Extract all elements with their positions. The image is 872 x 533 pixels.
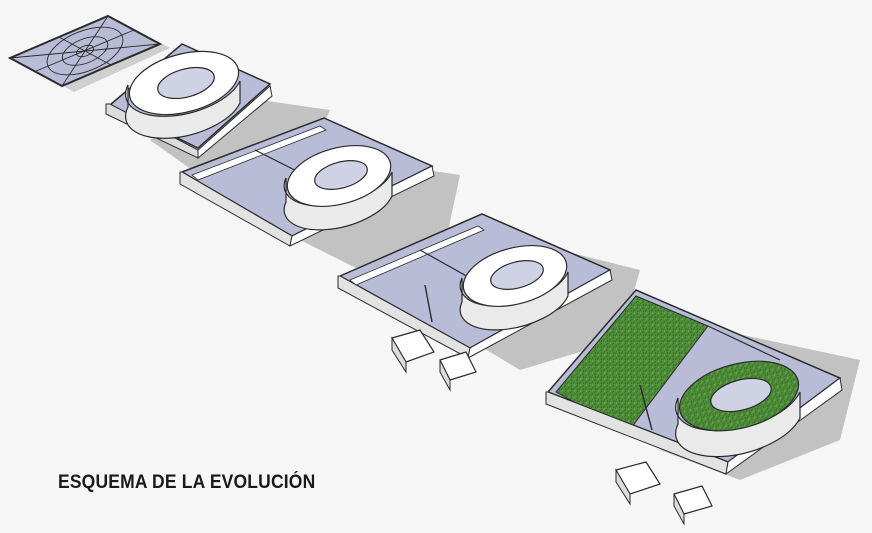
stage-3-ring-with-courtyards (179, 117, 460, 270)
stage-2-ring-side (124, 80, 241, 139)
stage-5-ring-hole (710, 377, 772, 413)
stage-1-radial-grid (9, 15, 161, 87)
stage-3-ring-hole (314, 160, 368, 190)
stage-2-wall-right (197, 85, 273, 160)
stage-4-ring-with-annexes (337, 213, 640, 392)
stage-5-ring-side (675, 391, 801, 458)
stage-3-inner-walls (191, 125, 327, 181)
stage-4-ring-hole (490, 260, 544, 290)
diagram-caption: ESQUEMA DE LA EVOLUCIÓN (58, 472, 316, 493)
stage-2-ring-hole (157, 66, 215, 100)
stage-4-inner-walls (349, 225, 485, 286)
stage-1-grid-plan (7, 14, 170, 92)
stage-5-green-roof (545, 289, 860, 526)
